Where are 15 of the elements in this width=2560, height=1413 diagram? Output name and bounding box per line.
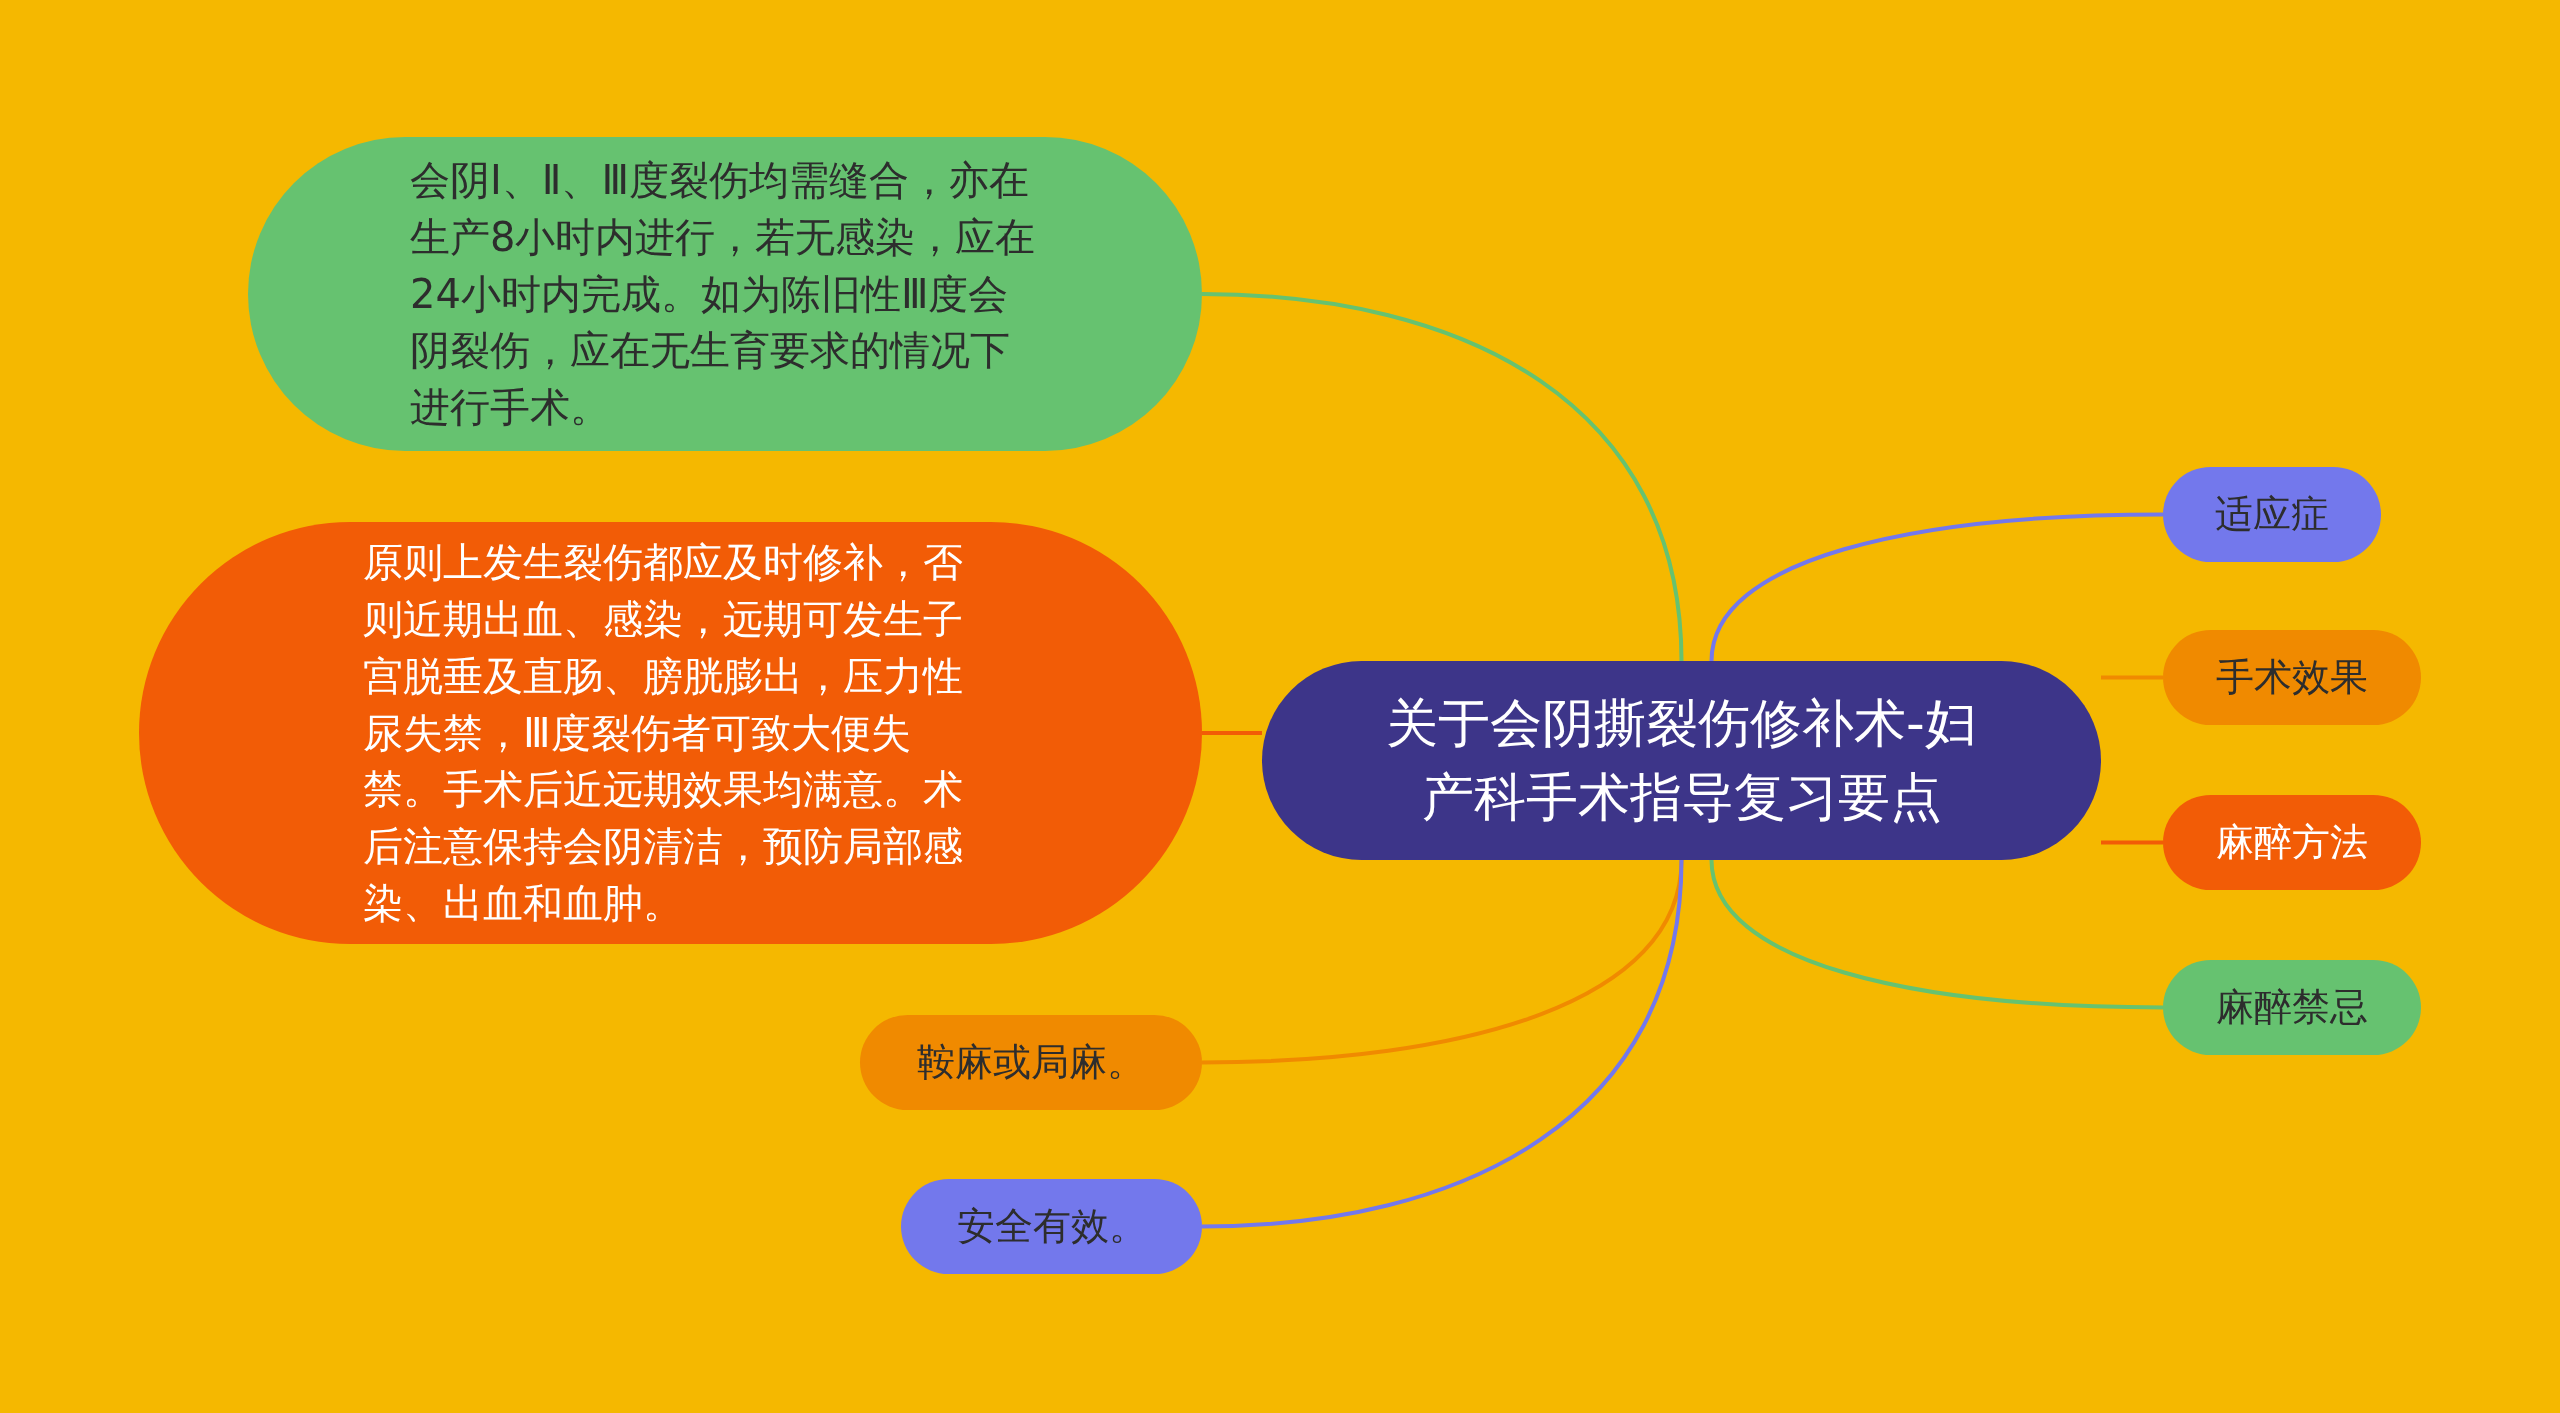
connector-line: [2101, 675, 2163, 680]
node-text: 安全有效。: [956, 1202, 1147, 1250]
node-text: 麻醉方法: [2216, 818, 2368, 866]
node-text: 麻醉禁忌: [2216, 983, 2368, 1031]
connector-line: [2101, 840, 2163, 845]
connector-line: [1709, 859, 2164, 1010]
node-text: 原则上发生裂伤都应及时修补，否则近期出血、感染，远期可发生子宫脱垂及直肠、膀胱膨出，压力性尿失禁，Ⅲ度裂伤者可致大便失禁。手术后近远期效果均满意。术后注意保持会阴清洁，预防局部感染、出血和血肿。: [363, 538, 964, 928]
node-text: 适应症: [2215, 490, 2329, 538]
connector-line: [1709, 512, 2164, 662]
connector-line: [1201, 859, 1684, 1229]
connector-line: [1202, 731, 1262, 735]
node-text: 会阴Ⅰ、Ⅱ、Ⅲ度裂伤均需缝合，亦在生产8小时内进行，若无感染，应在24小时内完成。如为陈旧性Ⅲ度会阴裂伤，应在无生育要求的情况下进行手术。: [410, 156, 1037, 433]
node-text: 鞍麻或局麻。: [917, 1038, 1145, 1086]
title-text: 关于会阴撕裂伤修补术-妇产科手术指导复习要点: [1385, 691, 1978, 829]
node-text: 手术效果: [2216, 653, 2368, 701]
